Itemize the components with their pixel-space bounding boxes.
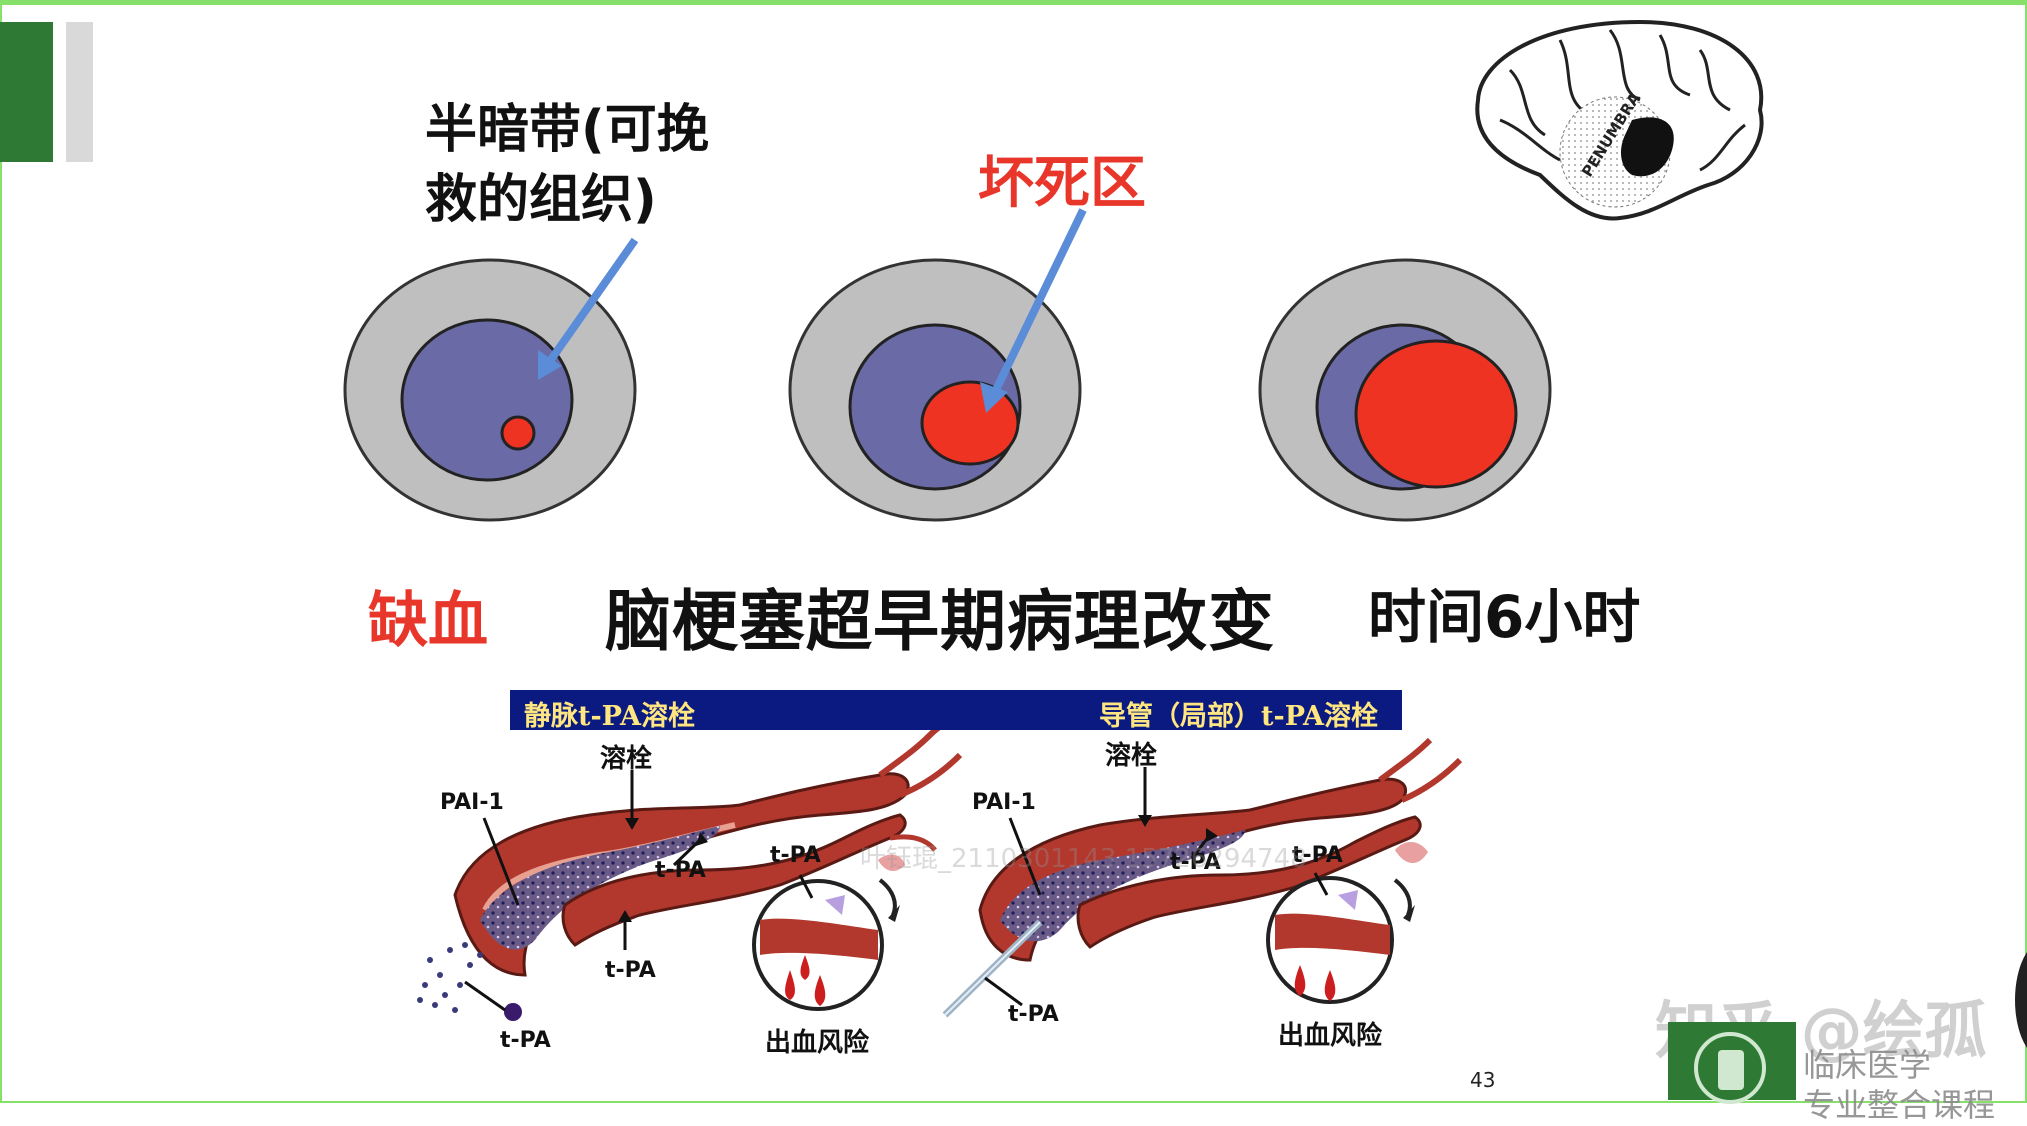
stage-3-6-hours — [1258, 258, 1552, 522]
left-bleeding-risk-label: 出血风险 — [765, 1028, 870, 1058]
title-accent-bar-grey — [66, 22, 93, 162]
time-label: 时间6小时 — [1368, 583, 1641, 651]
necrosis-label: 坏死区 — [978, 151, 1146, 216]
logo-emblem-icon — [1718, 1050, 1744, 1090]
university-logo — [1668, 1022, 1796, 1104]
right-thrombus-label: 溶栓 — [1105, 741, 1158, 771]
left-thrombus-label: 溶栓 — [600, 744, 653, 774]
right-tpa-label-c: t-PA — [1008, 1002, 1059, 1027]
slide-title: 脑梗塞超早期病理改变 — [605, 583, 1275, 660]
course-label-line-1: 临床医学 — [1803, 1046, 1932, 1084]
left-pai-label: PAI-1 — [440, 790, 504, 815]
panel-right-illustration — [942, 737, 1463, 1018]
left-tpa-label-a: t-PA — [655, 858, 706, 883]
stage-1-penumbra — [400, 318, 574, 482]
title-accent-bar — [0, 22, 53, 162]
treatment-banner: 静脉t-PA溶栓 导管（局部）t-PA溶栓 — [510, 690, 1402, 732]
penumbra-label-line-1: 半暗带(可挽 — [425, 100, 709, 160]
penumbra-label: 半暗带(可挽 救的组织) — [425, 95, 709, 235]
penumbra-label-line-2: 救的组织) — [425, 170, 657, 230]
page-number: 43 — [1470, 1068, 1496, 1092]
right-tpa-label-b: t-PA — [1292, 843, 1343, 868]
stage-1-core — [500, 415, 536, 451]
stage-3-core — [1354, 339, 1518, 489]
right-bleeding-risk-label: 出血风险 — [1278, 1021, 1383, 1051]
left-tpa-label-d: t-PA — [500, 1028, 551, 1053]
course-label-line-2: 专业整合课程 — [1803, 1086, 1996, 1124]
stage-diagram: PENUMBRA — [343, 19, 1764, 1021]
right-tpa-label-a: t-PA — [1170, 850, 1221, 875]
ischemia-label: 缺血 — [368, 586, 488, 656]
stage-1-ischemia — [343, 258, 637, 522]
brain-penumbra-sketch: PENUMBRA — [1475, 19, 1764, 221]
necrosis-arrow — [991, 208, 1087, 394]
banner-left-label: 静脉t-PA溶栓 — [524, 701, 695, 732]
faint-watermark: 叶钰琨_2110301143 15726294748 — [860, 844, 1307, 874]
penumbra-arrow — [544, 237, 639, 367]
panel-left-illustration — [417, 712, 966, 1021]
left-tpa-label-c: t-PA — [605, 958, 656, 983]
pointer-arrows — [538, 208, 1087, 413]
penumbra-arrow-head — [538, 350, 562, 380]
left-tpa-label-b: t-PA — [770, 843, 821, 868]
banner-right-label: 导管（局部）t-PA溶栓 — [1099, 701, 1378, 732]
right-pai-label: PAI-1 — [972, 790, 1036, 815]
necrosis-arrow-head — [980, 382, 1008, 413]
